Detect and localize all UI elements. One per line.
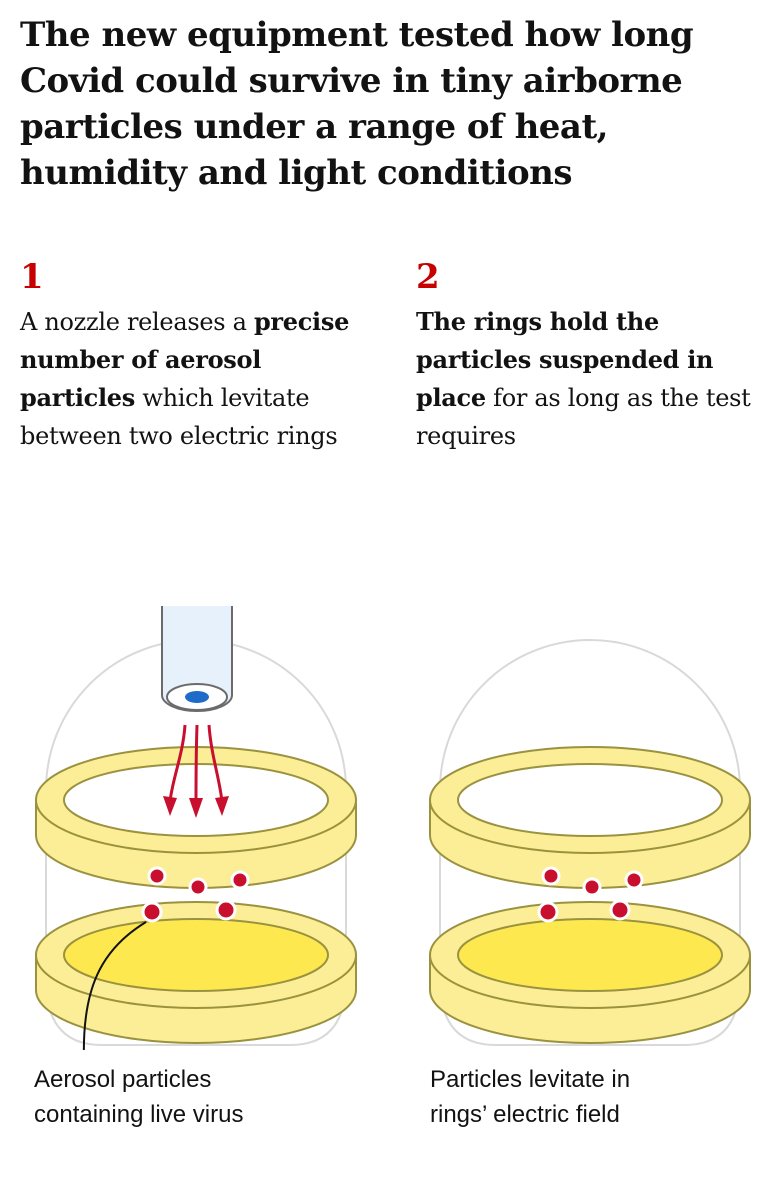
chamber-outline: [45, 639, 347, 1046]
particles: [537, 866, 644, 923]
caption-line: Particles levitate in: [430, 1066, 631, 1093]
particles: [141, 866, 250, 923]
step-1: 1 A nozzle releases a precise number of …: [20, 255, 380, 455]
step-text-plain: A nozzle releases a: [20, 308, 254, 336]
pointer-line: [82, 921, 147, 1050]
step-description: A nozzle releases a precise number of ae…: [20, 303, 380, 455]
step-text-bold: The rings hold the particles suspended i…: [416, 307, 714, 412]
particle: [582, 877, 602, 897]
particle: [188, 877, 208, 897]
nozzle-icon: [161, 606, 233, 712]
step-2: 2 The rings hold the particles suspended…: [416, 255, 776, 455]
particle: [541, 866, 561, 886]
step-number: 1: [20, 257, 44, 297]
step-description: The rings hold the particles suspended i…: [416, 303, 776, 455]
particle: [230, 870, 250, 890]
bottom-ring: [429, 901, 751, 1044]
caption-line: containing live virus: [34, 1101, 244, 1128]
bottom-ring: [35, 901, 357, 1044]
levitation-diagram: [35, 606, 751, 1050]
particle: [537, 901, 559, 923]
chamber-1: [35, 606, 357, 1050]
step-text-bold: precise number of aerosol particles: [20, 307, 350, 412]
particle: [624, 870, 644, 890]
chamber-outline: [439, 639, 741, 1046]
top-ring: [429, 746, 751, 889]
caption-line: rings’ electric field: [430, 1101, 620, 1128]
particle: [147, 866, 167, 886]
step-number: 2: [416, 257, 440, 297]
caption-line: Aerosol particles: [34, 1066, 212, 1093]
arrows-icon: [168, 724, 224, 803]
particle: [141, 901, 163, 923]
step-text-plain: which levitate between two electric ring…: [20, 384, 338, 450]
caption-aerosol-particles: Aerosol particles containing live virus: [34, 1062, 354, 1132]
caption-particles-levitate: Particles levitate in rings’ electric fi…: [430, 1062, 750, 1132]
chamber-2: [429, 639, 751, 1046]
particle: [215, 899, 237, 921]
headline: The new equipment tested how long Covid …: [20, 15, 694, 193]
step-text-plain: for as long as the test requires: [416, 384, 751, 450]
particle: [609, 899, 631, 921]
